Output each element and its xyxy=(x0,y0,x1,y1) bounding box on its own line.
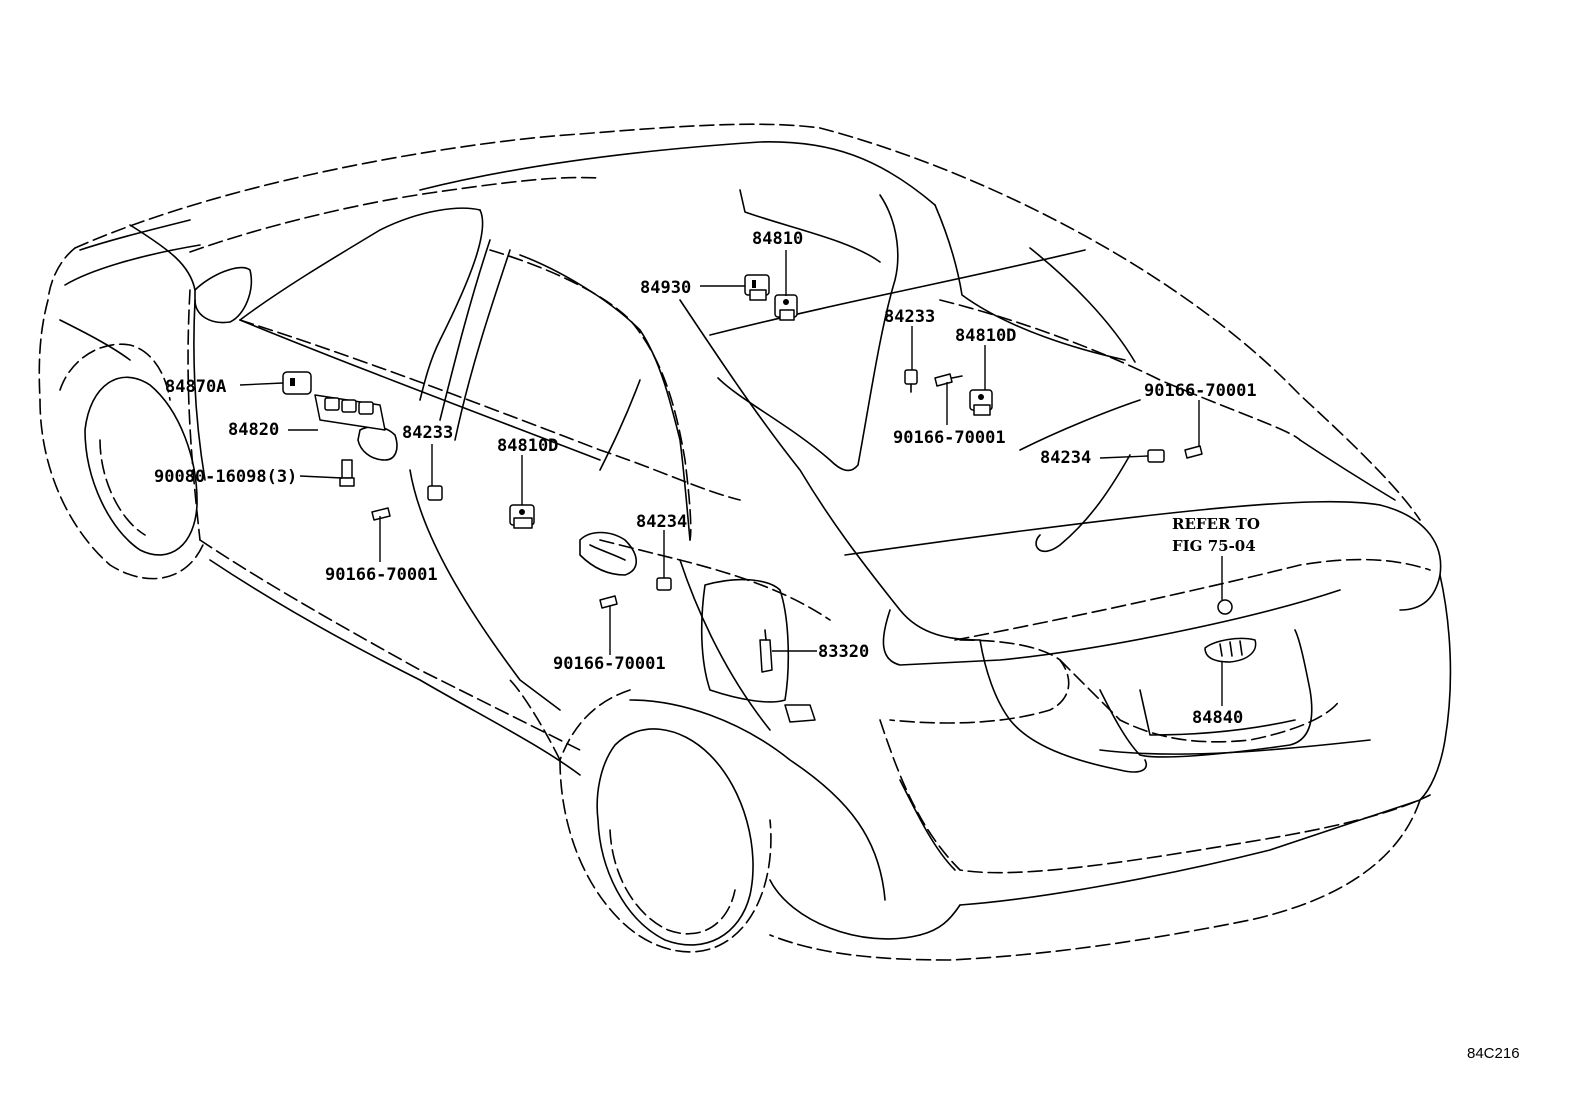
part-84234-mid xyxy=(599,577,672,609)
part-90166-right-mid xyxy=(934,373,963,387)
label-90166-right-upper: 90166-70001 xyxy=(1144,381,1257,401)
part-84930 xyxy=(744,274,770,301)
label-84810d-right: 84810D xyxy=(955,326,1016,346)
label-90080: 90080-16098(3) xyxy=(154,467,297,487)
label-84233-right: 84233 xyxy=(884,307,935,327)
label-84233-left: 84233 xyxy=(402,423,453,443)
label-90166-left: 90166-70001 xyxy=(325,565,438,585)
part-labels: 84810 84930 84233 84810D 90166-70001 901… xyxy=(154,229,1520,1062)
part-84810-top xyxy=(774,294,798,321)
part-84870a xyxy=(282,371,312,395)
label-84810d-left: 84810D xyxy=(497,436,558,456)
part-84233-right xyxy=(904,369,918,393)
label-84840: 84840 xyxy=(1192,708,1243,728)
leader-lines xyxy=(239,250,1223,706)
label-refer-line1: REFER TO xyxy=(1172,515,1260,533)
label-83320: 83320 xyxy=(818,642,869,662)
part-90080 xyxy=(339,459,355,487)
part-84233-left xyxy=(371,485,443,521)
label-84870a: 84870A xyxy=(165,377,226,397)
part-84820 xyxy=(314,394,386,431)
label-84234-right: 84234 xyxy=(1040,448,1091,468)
label-84930: 84930 xyxy=(640,278,691,298)
diagram-id: 84C216 xyxy=(1467,1045,1520,1062)
part-84810d-right xyxy=(969,389,993,416)
car-outline xyxy=(38,123,1452,961)
label-84810-top: 84810 xyxy=(752,229,803,249)
parts xyxy=(282,274,1257,723)
part-84840 xyxy=(1204,599,1257,663)
label-90166-lower-mid: 90166-70001 xyxy=(553,654,666,674)
label-84234-mid: 84234 xyxy=(636,512,687,532)
part-83320 xyxy=(759,629,816,723)
part-84810d-left xyxy=(509,504,535,529)
label-90166-right-mid: 90166-70001 xyxy=(893,428,1006,448)
label-84820: 84820 xyxy=(228,420,279,440)
label-refer-line2: FIG 75-04 xyxy=(1172,537,1256,555)
part-84234-right xyxy=(1147,445,1203,463)
